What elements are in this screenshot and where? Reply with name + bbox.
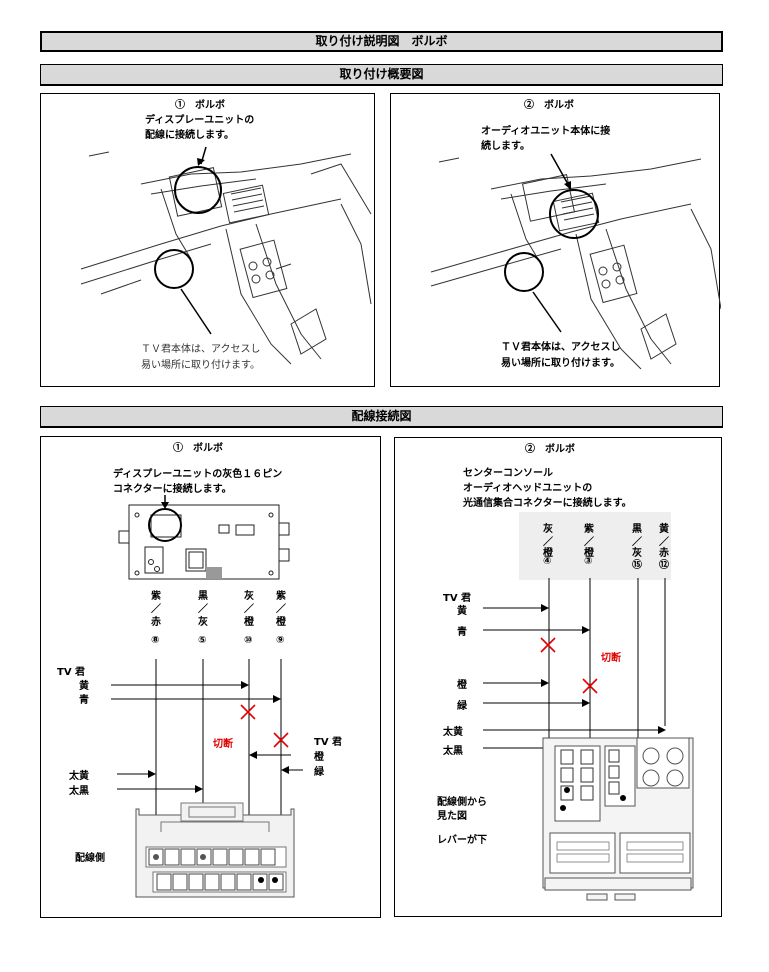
page-title: 取り付け説明図 ボルボ xyxy=(40,31,723,52)
pin-color-top: 黒 xyxy=(198,591,208,602)
wiring-right-heading: ② ボルボ xyxy=(525,444,575,455)
wiring-right-thick-yellow-label: 太黄 xyxy=(443,727,463,738)
overview-right-note-line1: オーディオユニット本体に接 xyxy=(481,126,611,137)
overview-left-tv-note-line2: 易い場所に取り付けます。 xyxy=(141,360,260,371)
overview-left-tv-note-line1: ＴＶ君本体は、アクセスし xyxy=(141,344,261,355)
pin-color-top: 紫 xyxy=(584,524,594,535)
pin-number: ③ xyxy=(584,556,593,567)
wiring-right-thick-black-label: 太黒 xyxy=(443,746,463,757)
wiring-right-blue-label: 青 xyxy=(457,627,467,638)
pin-divider: ／ xyxy=(543,537,553,548)
pin-divider: ／ xyxy=(151,604,161,615)
pin-color-bottom: 赤 xyxy=(659,548,669,559)
pin-divider: ／ xyxy=(244,604,254,615)
wiring-right-note-line2: オーディオヘッドユニットの xyxy=(463,483,593,494)
pin-number: ⑩ xyxy=(244,635,253,646)
pin-number: ⑤ xyxy=(198,635,207,646)
wiring-left-orange-label: 橙 xyxy=(314,752,324,763)
wiring-right-note-line3: 光通信集合コネクターに接続します。 xyxy=(463,498,632,509)
section-title-overview: 取り付け概要図 xyxy=(40,64,723,86)
pin-color-bottom: 灰 xyxy=(632,548,642,559)
pin-number: ④ xyxy=(543,556,552,567)
overview-right-heading: ② ボルボ xyxy=(524,100,574,111)
wiring-left-thick-black-label: 太黒 xyxy=(69,786,89,797)
wiring-right-lever-label: レバーが下 xyxy=(437,835,487,846)
pin-color-bottom: 橙 xyxy=(244,617,254,628)
pin-color-top: 紫 xyxy=(151,591,161,602)
overview-left-panel: ① ボルボ ディスプレーユニットの 配線に接続します。 ＴＶ君本体は、アクセスし… xyxy=(40,93,375,387)
wiring-left-heading: ① ボルボ xyxy=(173,443,223,454)
pin-color-top: 紫 xyxy=(276,591,286,602)
wiring-left-note-line1: ディスプレーユニットの灰色１６ピン xyxy=(113,469,283,480)
wiring-diagram-left xyxy=(111,495,303,898)
wiring-right-view-label-line1: 配線側から xyxy=(437,797,487,808)
pin-number: ⑨ xyxy=(276,635,285,646)
pin-color-top: 黒 xyxy=(632,524,642,535)
wiring-right-view-label-line2: 見た図 xyxy=(437,811,467,822)
wiring-left-thick-yellow-label: 太黄 xyxy=(69,771,89,782)
overview-right-note-line2: 続します。 xyxy=(481,141,530,152)
pin-divider: ／ xyxy=(632,537,642,548)
wiring-left-blue-label: 青 xyxy=(79,695,89,706)
wiring-right-yellow-label: 黄 xyxy=(457,606,467,617)
pin-color-bottom: 橙 xyxy=(584,548,594,559)
wiring-right-green-label: 緑 xyxy=(457,701,467,712)
wiring-left-panel: ① ボルボ ディスプレーユニットの灰色１６ピン コネクターに接続します。 紫 ／… xyxy=(40,436,381,918)
pin-color-top: 灰 xyxy=(244,591,254,602)
wiring-left-yellow-label: 黄 xyxy=(79,681,89,692)
overview-right-panel: ② ボルボ オーディオユニット本体に接 続します。 ＴＶ君本体は、アクセスし 易… xyxy=(390,93,721,387)
pin-number: ⑧ xyxy=(151,635,160,646)
pin-color-bottom: 灰 xyxy=(198,617,208,628)
pin-divider: ／ xyxy=(198,604,208,615)
wiring-diagram-right xyxy=(483,512,694,901)
wiring-right-cut-label: 切断 xyxy=(601,653,621,664)
wiring-right-orange-label: 橙 xyxy=(457,680,467,691)
dashboard-illustration-left xyxy=(80,146,372,365)
pin-color-bottom: 橙 xyxy=(543,548,553,559)
wiring-left-tv-label: TV 君 xyxy=(57,667,86,678)
wiring-right-panel: ② ボルボ センターコンソール オーディオヘッドユニットの 光通信集合コネクター… xyxy=(394,437,722,917)
pin-number: ⑫ xyxy=(659,560,669,571)
pin-divider: ／ xyxy=(584,537,594,548)
wiring-left-note-line2: コネクターに接続します。 xyxy=(113,484,232,495)
dashboard-illustration-right xyxy=(430,153,721,370)
overview-left-note-line2: 配線に接続します。 xyxy=(145,130,234,141)
wiring-left-tv-label-2: TV 君 xyxy=(314,737,343,748)
pin-number: ⑮ xyxy=(632,560,642,571)
section-title-wiring: 配線接続図 xyxy=(40,406,723,428)
wiring-left-wiring-side-label: 配線側 xyxy=(75,853,105,864)
overview-right-tv-note-line1: ＴＶ君本体は、アクセスし xyxy=(501,342,621,353)
overview-left-heading: ① ボルボ xyxy=(175,100,225,111)
pin-color-top: 灰 xyxy=(543,524,553,535)
wiring-left-green-label: 緑 xyxy=(314,767,324,778)
pin-divider: ／ xyxy=(276,604,286,615)
wiring-right-tv-label: TV 君 xyxy=(443,593,472,604)
overview-right-tv-note-line2: 易い場所に取り付けます。 xyxy=(501,358,620,369)
overview-left-note-line1: ディスプレーユニットの xyxy=(145,115,255,126)
pin-color-top: 黄 xyxy=(659,524,669,535)
pin-divider: ／ xyxy=(659,537,669,548)
wiring-right-note-line1: センターコンソール xyxy=(463,468,553,479)
wiring-left-cut-label: 切断 xyxy=(213,739,233,750)
pin-color-bottom: 橙 xyxy=(276,617,286,628)
pin-label-background xyxy=(519,512,671,580)
pin-color-bottom: 赤 xyxy=(151,617,161,628)
